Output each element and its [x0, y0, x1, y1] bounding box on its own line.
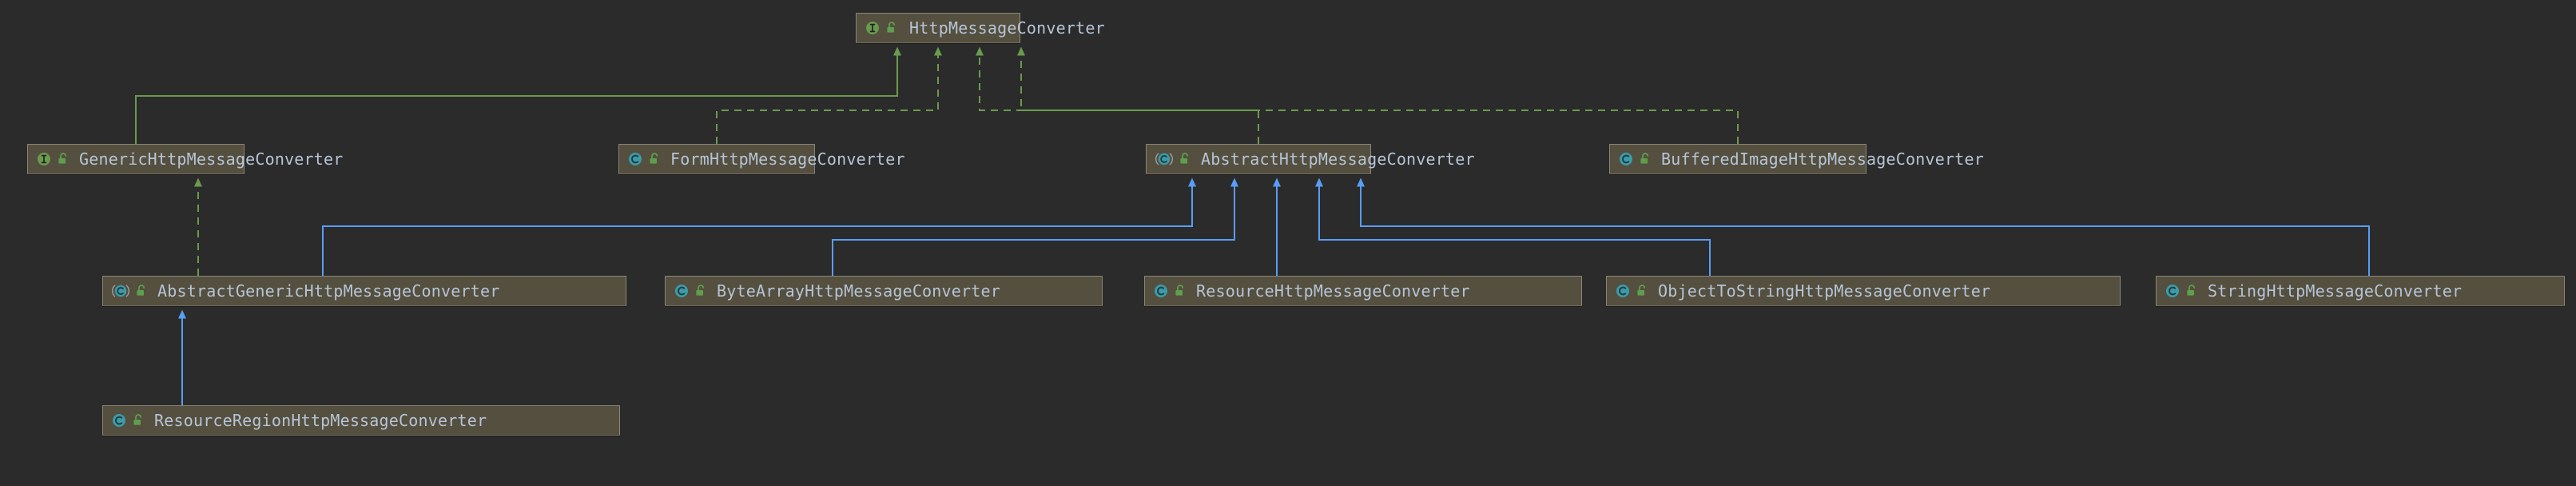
class-icon: [627, 151, 643, 167]
class-node-ObjectToStringHttpMessageConverter[interactable]: ObjectToStringHttpMessageConverter: [1606, 276, 2121, 306]
class-node-ByteArrayHttpMessageConverter[interactable]: ByteArrayHttpMessageConverter: [665, 276, 1103, 306]
class-icon: [1618, 151, 1634, 167]
unlock-icon: [1179, 152, 1191, 166]
unlock-icon: [648, 152, 661, 166]
class-node-label: StringHttpMessageConverter: [2208, 281, 2463, 301]
class-node-label: AbstractHttpMessageConverter: [1201, 149, 1475, 169]
class-node-StringHttpMessageConverter[interactable]: StringHttpMessageConverter: [2156, 276, 2565, 306]
class-node-AbstractHttpMessageConverter[interactable]: AbstractHttpMessageConverter: [1146, 144, 1475, 174]
class-node-HttpMessageConverter[interactable]: HttpMessageConverter: [856, 13, 1105, 43]
unlock-icon: [1639, 152, 1652, 166]
class-node-label: BufferedImageHttpMessageConverter: [1661, 149, 1984, 169]
class-node-label: GenericHttpMessageConverter: [79, 149, 344, 169]
unlock-icon: [135, 284, 148, 298]
abstract-class-icon: [1155, 151, 1174, 167]
class-node-label: AbstractGenericHttpMessageConverter: [157, 281, 500, 301]
unlock-icon: [2185, 284, 2198, 298]
class-node-label: HttpMessageConverter: [909, 18, 1105, 38]
class-node-label: ByteArrayHttpMessageConverter: [717, 281, 1000, 301]
class-node-GenericHttpMessageConverter[interactable]: GenericHttpMessageConverter: [27, 144, 343, 174]
class-node-label: FormHttpMessageConverter: [670, 149, 905, 169]
class-icon: [1153, 283, 1169, 299]
interface-icon: [36, 151, 52, 167]
interface-icon: [865, 20, 881, 36]
class-node-ResourceHttpMessageConverter[interactable]: ResourceHttpMessageConverter: [1144, 276, 1582, 306]
class-icon: [1615, 283, 1631, 299]
class-icon: [674, 283, 690, 299]
class-node-label: ObjectToStringHttpMessageConverter: [1658, 281, 1991, 301]
abstract-class-icon: [111, 283, 130, 299]
unlock-icon: [885, 21, 898, 35]
class-node-AbstractGenericHttpMessageConverter[interactable]: AbstractGenericHttpMessageConverter: [102, 276, 626, 306]
class-icon: [2165, 283, 2180, 299]
class-node-ResourceRegionHttpMessageConverter[interactable]: ResourceRegionHttpMessageConverter: [102, 405, 620, 436]
unlock-icon: [57, 152, 70, 166]
class-node-FormHttpMessageConverter[interactable]: FormHttpMessageConverter: [618, 144, 905, 174]
unlock-icon: [1174, 284, 1187, 298]
class-node-label: ResourceRegionHttpMessageConverter: [154, 411, 487, 430]
class-node-BufferedImageHttpMessageConverter[interactable]: BufferedImageHttpMessageConverter: [1609, 144, 1984, 174]
class-icon: [111, 412, 127, 428]
unlock-icon: [694, 284, 707, 298]
unlock-icon: [132, 413, 145, 428]
class-node-label: ResourceHttpMessageConverter: [1196, 281, 1470, 301]
unlock-icon: [1636, 284, 1648, 298]
